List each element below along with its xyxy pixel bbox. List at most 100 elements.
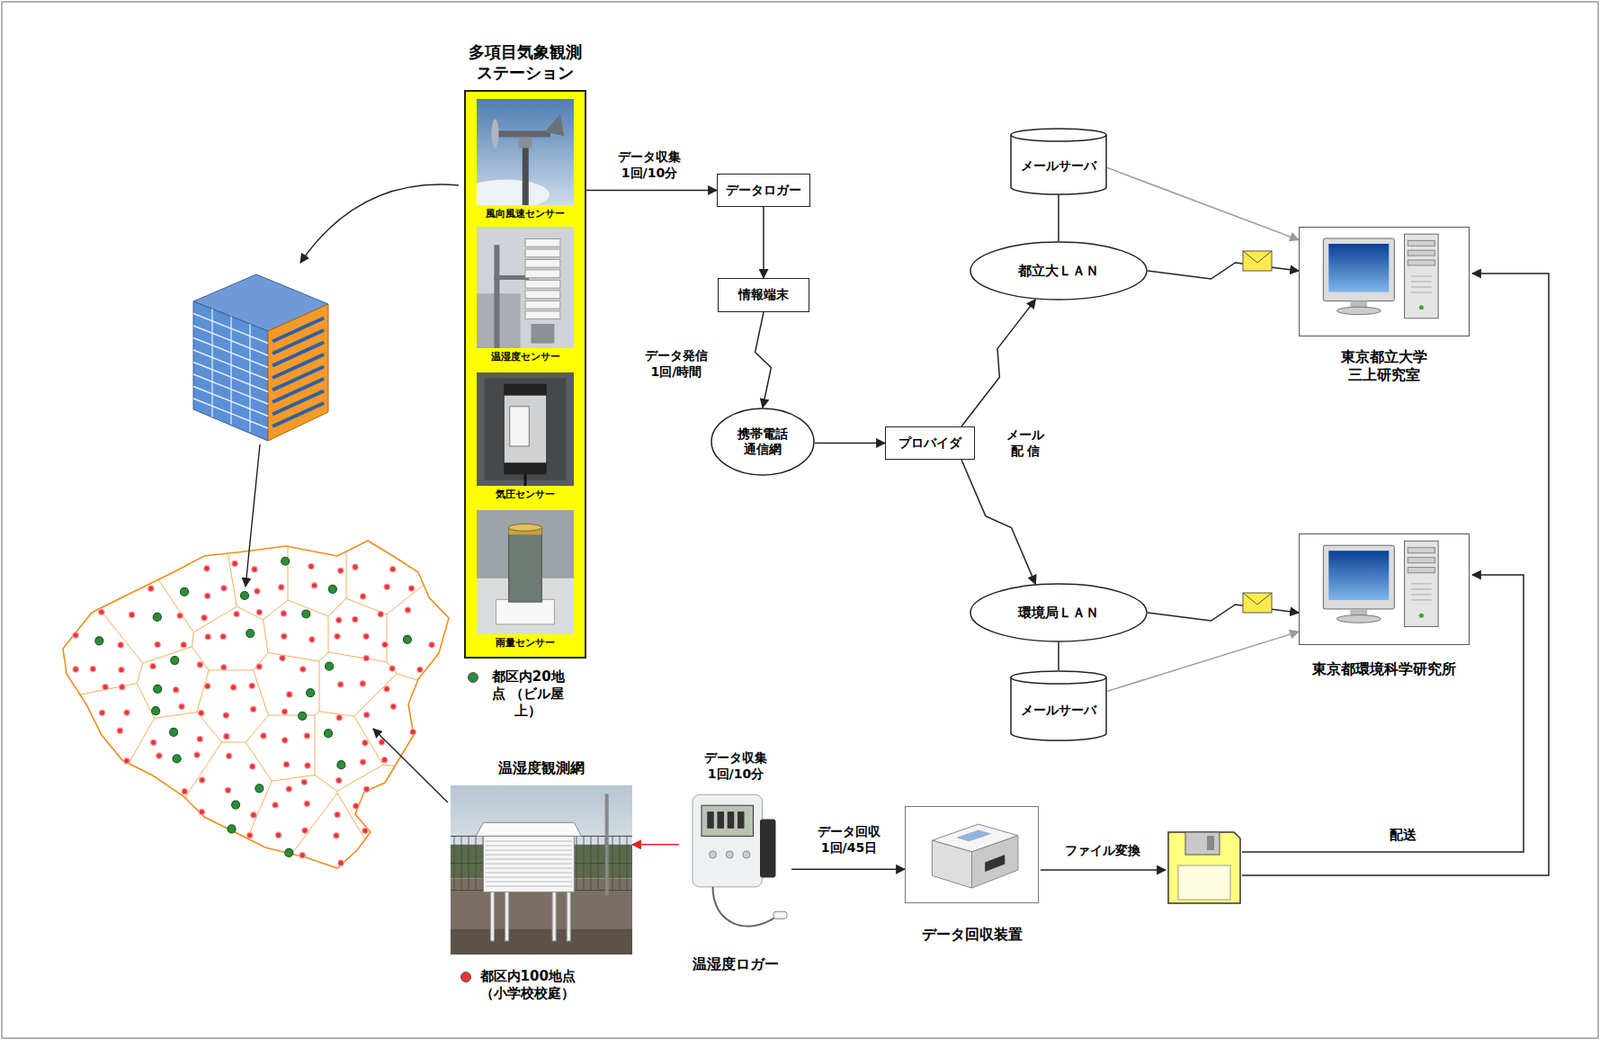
pointer-arrow — [300, 184, 459, 263]
school-station-dot — [333, 832, 340, 839]
node-text: 温湿度ロガー — [692, 955, 779, 974]
computer-box: 東京都環境科学研究所 — [1298, 533, 1470, 645]
node-image — [905, 806, 1038, 903]
building-mullion — [249, 323, 251, 432]
photo-bg — [476, 226, 574, 349]
school-station-dot — [221, 585, 227, 591]
connector — [1107, 631, 1299, 691]
sensor-photo-image — [476, 98, 574, 206]
school-station-dot — [181, 787, 188, 794]
sensor-photo-image — [476, 372, 574, 486]
node-text: プロバイダ — [898, 435, 962, 452]
probe-cable — [713, 886, 776, 927]
shelter-louver — [484, 840, 573, 842]
school-station-dot — [72, 666, 79, 672]
sensor-photo-image — [476, 509, 574, 635]
school-station-dot — [199, 777, 206, 783]
school-station-dot — [338, 567, 344, 573]
school-station-dot — [201, 614, 207, 620]
school-station-dot — [309, 636, 315, 643]
connector — [1107, 167, 1299, 240]
shelter-louver — [484, 881, 573, 883]
node-image — [1299, 534, 1469, 644]
rooftop-station-dot — [172, 754, 181, 763]
radiation-shield-plate — [525, 239, 561, 248]
vane-body — [496, 130, 551, 137]
rooftop-station-dot — [285, 848, 294, 857]
school-station-dot — [98, 709, 105, 716]
node-text: 雨量センサー — [495, 636, 555, 650]
note-label: メール 配 信 — [1001, 427, 1049, 459]
school-station-dot — [363, 711, 369, 717]
node-text: 都立大ＬＡＮ — [1018, 262, 1100, 280]
tower-grill — [1411, 593, 1432, 595]
school-station-dot — [281, 633, 287, 639]
connector — [961, 299, 1036, 427]
probe — [773, 911, 787, 919]
tower-grill — [1411, 588, 1432, 590]
node-text: データロガー — [725, 182, 802, 199]
school-station-dot — [148, 585, 154, 591]
building-window-row — [272, 391, 324, 415]
radiation-shield-plate — [525, 259, 561, 268]
school-station-dot — [128, 611, 135, 617]
school-station-dot — [118, 666, 125, 672]
monitor-screen — [1328, 243, 1389, 293]
school-station-dot — [223, 732, 230, 739]
rooftop-station-dot — [281, 556, 290, 565]
drive-bay — [1407, 567, 1435, 573]
power-led — [1419, 613, 1424, 618]
school-station-dot — [180, 642, 187, 648]
connector — [632, 843, 680, 846]
floppy-shutter — [1185, 831, 1220, 855]
school-station-dot — [353, 803, 359, 809]
school-station-dot — [124, 709, 130, 716]
collector-box: データ回収装置 — [904, 805, 1039, 903]
edge-label: データ発信 1回/時間 — [641, 348, 712, 380]
radiation-shield-plate — [525, 311, 561, 320]
school-station-dot — [198, 808, 205, 814]
school-station-dot — [196, 661, 203, 668]
school-station-dot — [299, 851, 305, 858]
connector — [755, 312, 772, 408]
sensor-photo: 風向風速センサー — [476, 98, 574, 224]
school-station-dot — [304, 762, 311, 769]
rooftop-station-dot — [153, 684, 162, 693]
school-station-dot — [280, 610, 287, 617]
connector — [1057, 194, 1060, 242]
building-window-row — [272, 354, 324, 378]
school-station-dot — [390, 703, 396, 709]
network-ellipse: 都立大ＬＡＮ — [969, 241, 1148, 301]
cylinder-top — [1010, 670, 1107, 684]
floppy-label-area — [1178, 865, 1231, 900]
power-led — [1419, 304, 1424, 310]
connector — [814, 442, 885, 445]
school-station-dot — [275, 831, 281, 838]
tower-case — [1404, 540, 1440, 626]
school-station-dot — [150, 662, 156, 669]
school-station-dot — [378, 739, 385, 745]
drive-bay — [1407, 250, 1435, 256]
shelter-roof — [475, 822, 582, 836]
node-image — [450, 785, 633, 955]
school-station-dot — [303, 800, 310, 806]
drive-bay — [1407, 240, 1435, 246]
station-panel: 多項目気象観測 ステーション風向風速センサー温湿度センサー気圧センサー雨量センサ… — [464, 89, 587, 659]
rooftop-station-dot — [179, 587, 188, 596]
school-station-dot — [363, 633, 369, 639]
connector — [1147, 604, 1299, 621]
network-ellipse: 環境局ＬＡＮ — [969, 582, 1148, 643]
node-text: 環境局ＬＡＮ — [1018, 604, 1100, 622]
sensor-body — [503, 394, 547, 464]
pointer-arrow — [373, 728, 448, 803]
school-station-dot — [362, 827, 368, 833]
rooftop-station-dot — [95, 636, 104, 645]
lcd-digit — [706, 811, 715, 829]
lcd-digit — [737, 811, 745, 829]
server-cylinder: メールサーバ — [1010, 670, 1108, 741]
tower-grill — [1411, 281, 1432, 283]
building-window-row — [272, 402, 324, 427]
rooftop-station-dot — [328, 584, 337, 593]
school-station-dot — [250, 763, 256, 769]
school-station-dot — [336, 777, 342, 783]
